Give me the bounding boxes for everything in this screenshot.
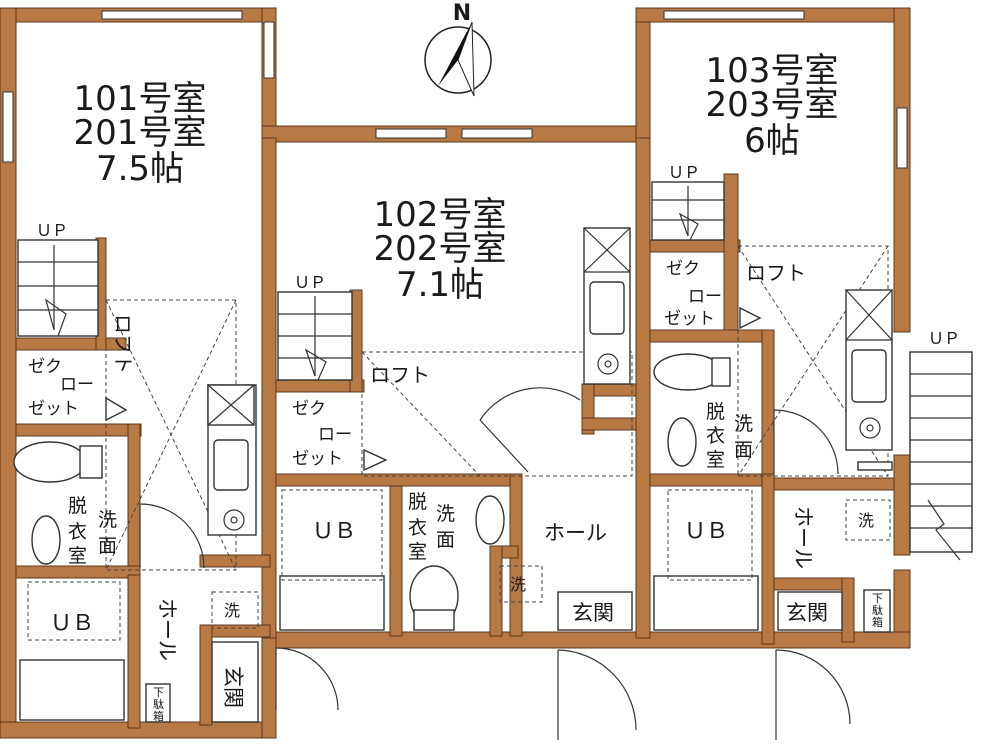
stairs-exterior: ＵＰ (909, 329, 973, 561)
unit-101-room-1f: 101号室 (74, 79, 207, 119)
wash-label-1: 洗 (98, 509, 117, 531)
wash-label-1: 洗 (436, 503, 455, 525)
closet-label-1: ゼク (292, 399, 326, 419)
hall-label: ホール (155, 598, 179, 661)
washer-unit-102: 洗 (499, 565, 543, 603)
entry-label: 玄関 (786, 601, 828, 625)
entry-unit-103: 玄関 (777, 591, 843, 631)
shoebox-label-1: 下 (872, 592, 883, 605)
dressing-label-3: 室 (706, 449, 725, 471)
shoebox-label-2: 駄 (153, 697, 164, 711)
bath-label: ＵＢ (684, 519, 728, 544)
shoebox-label-1: 下 (153, 686, 164, 699)
stairs-up-label: ＵＰ (294, 273, 326, 292)
north-label: N (453, 1, 471, 26)
unit-103-heading: 103号室 203号室 6帖 (706, 51, 839, 161)
hall-unit-101: ホール (155, 598, 179, 661)
washer-label: 洗 (510, 575, 526, 594)
dressing-label-1: 脱 (68, 495, 87, 517)
entry-label: 玄関 (221, 666, 245, 708)
unit-101-size: 7.5帖 (96, 149, 184, 189)
dressing-label-2: 衣 (408, 517, 427, 539)
dressing-unit-102: 脱 衣 室 洗 面 (408, 491, 505, 631)
dressing-unit-101: 脱 衣 室 洗 面 (13, 441, 117, 567)
stairs-unit-103: ＵＰ (651, 163, 725, 241)
closet-label-3: ゼット (292, 449, 343, 469)
dressing-unit-103: 脱 衣 室 洗 面 (653, 353, 753, 471)
closet-label-1: ゼク (666, 259, 700, 279)
shoebox-unit-101: 下 駄 箱 (145, 683, 171, 723)
shoebox-label-2: 駄 (872, 603, 883, 617)
unit-101-heading: 101号室 201号室 7.5帖 (74, 79, 207, 189)
stairs-up-label: ＵＰ (36, 221, 68, 240)
stairs-unit-102: ＵＰ (277, 273, 353, 381)
dressing-label-1: 脱 (706, 401, 725, 423)
kitchen-unit-102 (583, 227, 631, 385)
bath-unit-101: ＵＢ (19, 581, 125, 721)
shoebox-label-3: 箱 (872, 615, 883, 629)
loft-label-unit-102: ロフト (370, 363, 430, 387)
unit-101-room-2f: 201号室 (74, 113, 207, 153)
hall-label: ホール (544, 521, 607, 545)
hall-unit-103: ホール (791, 506, 815, 569)
north-compass: N (424, 1, 492, 97)
closet-unit-102: ゼク ロー ゼット (292, 399, 388, 472)
wash-label-2: 面 (734, 439, 753, 461)
bath-label: ＵＢ (50, 611, 94, 636)
stairs-unit-101: ＵＰ (17, 221, 99, 337)
closet-label-2: ロー (688, 287, 722, 307)
shoebox-label-3: 箱 (153, 709, 164, 723)
closet-label-2: ロー (318, 425, 352, 445)
closet-unit-101: ゼク ロー ゼット (28, 357, 128, 422)
wash-label-1: 洗 (734, 413, 753, 435)
unit-102-size: 7.1帖 (396, 265, 484, 305)
windows (2, 10, 908, 169)
stairs-up-label: ＵＰ (928, 329, 960, 348)
hall-label: ホール (791, 506, 815, 569)
bath-unit-103: ＵＢ (653, 489, 759, 631)
closet-label-3: ゼット (664, 309, 715, 329)
washer-label: 洗 (858, 511, 874, 530)
kitchen-unit-101 (207, 384, 257, 536)
loft-label-unit-103: ロフト (746, 261, 806, 285)
shoebox-unit-103: 下 駄 箱 (863, 589, 891, 633)
dressing-label-3: 室 (408, 541, 427, 563)
bath-label: ＵＢ (312, 519, 356, 544)
washer-label: 洗 (224, 601, 240, 620)
dressing-label-3: 室 (68, 545, 87, 567)
loft-label-unit-101: ロフト (111, 314, 135, 374)
closet-label-1: ゼク (28, 357, 62, 377)
kitchen-unit-103 (845, 289, 893, 471)
dressing-label-2: 衣 (68, 521, 87, 543)
washer-unit-103: 洗 (845, 499, 891, 541)
door-swings (139, 387, 851, 740)
loft-outlines (105, 245, 889, 571)
closet-label-3: ゼット (28, 399, 79, 419)
unit-102-room-2f: 202号室 (374, 229, 507, 269)
unit-102-room-1f: 102号室 (374, 195, 507, 235)
entry-unit-102: 玄関 (557, 591, 633, 631)
entry-label: 玄関 (572, 601, 614, 625)
dressing-label-1: 脱 (408, 491, 427, 513)
unit-103-room-1f: 103号室 (706, 51, 839, 91)
hall-unit-102: ホール (544, 521, 607, 545)
unit-103-size: 6帖 (744, 121, 800, 161)
entry-unit-101: 玄関 (211, 641, 259, 723)
bath-unit-102: ＵＢ (279, 489, 385, 631)
unit-103-room-2f: 203号室 (706, 85, 839, 125)
wash-label-2: 面 (98, 535, 117, 557)
washer-unit-101: 洗 (211, 591, 259, 629)
wash-label-2: 面 (436, 529, 455, 551)
loft-labels: ロフト ロフト ロフト (111, 261, 806, 387)
dressing-label-2: 衣 (706, 425, 725, 447)
closet-label-2: ロー (60, 375, 94, 395)
unit-102-heading: 102号室 202号室 7.1帖 (374, 195, 507, 305)
closet-unit-103: ゼク ロー ゼット (664, 259, 762, 330)
stairs-up-label: ＵＰ (668, 163, 700, 182)
